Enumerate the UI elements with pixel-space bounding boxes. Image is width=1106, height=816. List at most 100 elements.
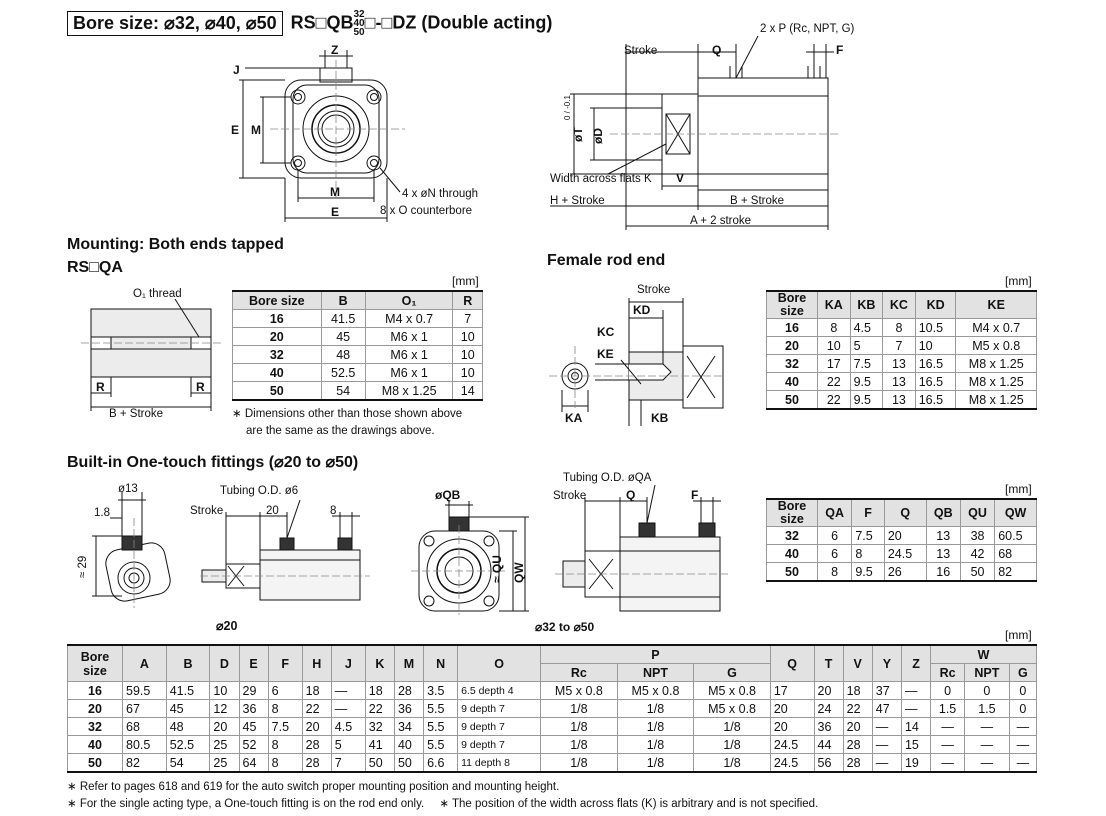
cell: 67	[122, 699, 167, 718]
dim-v: V	[676, 171, 684, 185]
mounting-note-line1: ∗ Dimensions other than those shown abov…	[232, 408, 463, 420]
cell: 7.5	[267, 717, 303, 736]
cell: 8	[267, 699, 303, 718]
dim-t: øT	[571, 127, 585, 142]
cell: 20	[769, 699, 815, 718]
bolt-through-label: 4 x øN through	[402, 188, 478, 200]
cell: 80.5	[122, 735, 167, 754]
flats-label: Width across flats K	[550, 173, 652, 185]
cell: 1/8	[616, 735, 695, 754]
cell: 45	[320, 327, 366, 346]
col-qb: QB	[925, 498, 961, 527]
cell: 28	[301, 753, 332, 773]
cell: —	[330, 699, 366, 718]
cell: 17	[817, 354, 851, 373]
cell: 9.5	[851, 562, 885, 582]
female-unit: [mm]	[1005, 274, 1032, 288]
mounting-b-stroke: B + Stroke	[109, 408, 163, 420]
cell: —	[930, 753, 966, 773]
cell: 1/8	[540, 735, 618, 754]
cell: 22	[817, 390, 851, 410]
cell: 36	[393, 699, 425, 718]
cell: 8	[816, 562, 853, 582]
dim-z: Z	[331, 43, 338, 57]
cell: 20	[301, 717, 332, 736]
cell: 15	[900, 735, 932, 754]
cell: 4.5	[330, 717, 366, 736]
col-h: H	[301, 644, 332, 682]
cell: M4 x 0.7	[955, 318, 1037, 337]
cell: 8	[267, 735, 303, 754]
cell: 0	[930, 681, 966, 700]
cell: 40	[232, 363, 322, 382]
dim-qw: QW	[512, 562, 526, 583]
bolt-counterbore-label: 8 x O counterbore	[380, 205, 472, 217]
col-w-npt: NPT	[964, 663, 1010, 682]
cell: 12	[209, 699, 240, 718]
main-unit: [mm]	[1005, 628, 1032, 642]
cell: 45	[165, 699, 211, 718]
col-ke: KE	[955, 290, 1037, 319]
cell: 22	[842, 699, 873, 718]
cell: 24.5	[769, 753, 815, 773]
cell: 32	[766, 526, 818, 545]
cell: 82	[994, 562, 1037, 582]
caption-bore-20: ⌀20	[216, 619, 237, 633]
col-f: F	[267, 644, 303, 682]
cell: —	[1008, 735, 1038, 754]
cell: 13	[925, 544, 961, 563]
cell: 16	[232, 309, 322, 328]
cell: 5.5	[423, 735, 459, 754]
main-subheader-row: Rc NPT G Rc NPT G	[68, 663, 1038, 682]
cell: 28	[393, 681, 425, 700]
cell: 32	[766, 354, 818, 373]
mounting-note-line2: are the same as the drawings above.	[246, 425, 435, 437]
cell: M8 x 1.25	[955, 372, 1037, 391]
cell: 64	[238, 753, 269, 773]
cell: 9 depth 7	[457, 699, 542, 718]
cell: 50	[364, 753, 395, 773]
col-bore-size: Bore size	[232, 290, 322, 310]
dim-1-8: 1.8	[94, 507, 110, 519]
cell: M4 x 0.7	[364, 309, 454, 328]
cell: 13	[925, 526, 961, 545]
cell: 16	[766, 318, 818, 337]
col-bore-size: Bore size	[766, 498, 818, 527]
cell: 24	[813, 699, 844, 718]
col-p: P	[540, 644, 771, 664]
cell: 6	[816, 526, 853, 545]
cell: 19	[900, 753, 932, 773]
col-a: A	[122, 644, 167, 682]
cell: 1/8	[616, 717, 695, 736]
col-qu: QU	[959, 498, 996, 527]
cell: M6 x 1	[364, 327, 454, 346]
col-p-rc: Rc	[540, 663, 618, 682]
cell: 26	[883, 562, 927, 582]
cell: 20	[766, 336, 818, 355]
cell: 68	[994, 544, 1037, 563]
cell: 52.5	[320, 363, 366, 382]
cell: 20	[232, 327, 322, 346]
main-dimension-table: Bore size A B D E F H J K M N O P Q T V …	[67, 644, 1038, 773]
cell: 28	[301, 735, 332, 754]
cell: 50	[959, 562, 996, 582]
cell: 45	[238, 717, 269, 736]
cell: 10	[452, 327, 483, 346]
cell: 32	[364, 717, 395, 736]
dim-q: Q	[712, 43, 721, 57]
cell: 52	[238, 735, 269, 754]
col-qa: QA	[816, 498, 853, 527]
cell: M5 x 0.8	[955, 336, 1037, 355]
cell: 42	[959, 544, 996, 563]
cell: 5	[849, 336, 884, 355]
